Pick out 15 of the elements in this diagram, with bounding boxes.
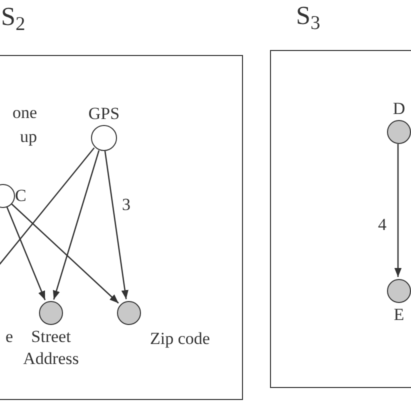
node-label: e	[1, 325, 13, 349]
arrow	[394, 144, 402, 277]
arrow	[52, 150, 100, 300]
node-label: one up	[1, 101, 37, 149]
node-label: D	[392, 98, 406, 120]
node-label: Zip code	[150, 328, 210, 350]
arrow	[104, 150, 128, 300]
node-label: GPS	[88, 103, 120, 125]
node-label: Street Address	[22, 326, 80, 370]
arrow	[6, 206, 46, 300]
panel-title: S$_{3}$	[296, 3, 320, 29]
panel-title: S$_{2}$	[1, 4, 26, 30]
arrow	[11, 203, 119, 304]
node-label: E	[392, 304, 406, 326]
node-label: C	[15, 185, 26, 207]
